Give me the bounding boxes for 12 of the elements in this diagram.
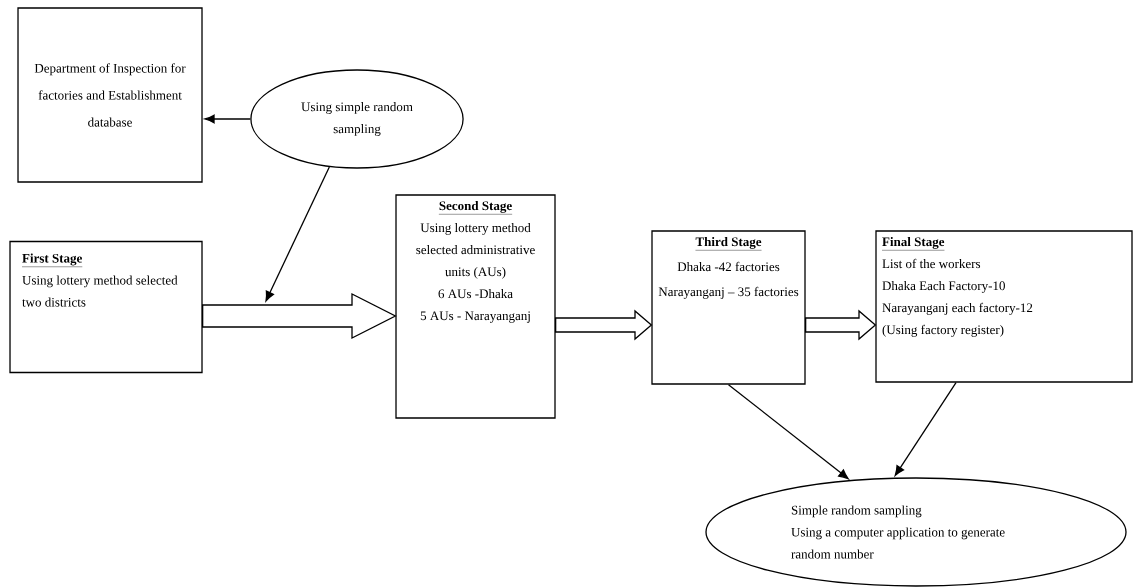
block-arrow [555,309,653,341]
arrow [894,382,957,476]
arrow [727,384,849,480]
block-arrow [202,292,397,340]
stage-box: Final Stage List of the workers Dhaka Each Factory-10 Narayanganj each factory-12 (Using factory register) [875,230,1133,383]
block-arrow [805,309,877,341]
arrow [265,166,330,302]
stage-box: Second Stage Using lottery method selected administrative units (AUs) 6 AUs -Dhaka 5 AUs - Narayanganj [395,194,556,419]
arrow [204,114,251,124]
stage-box: First Stage Using lottery method selected two districts [9,240,203,374]
source-box: Department of Inspection for factories and Establishment database [17,7,203,183]
stage-box: Third Stage Dhaka -42 factories Narayanganj – 35 factories [651,230,806,385]
